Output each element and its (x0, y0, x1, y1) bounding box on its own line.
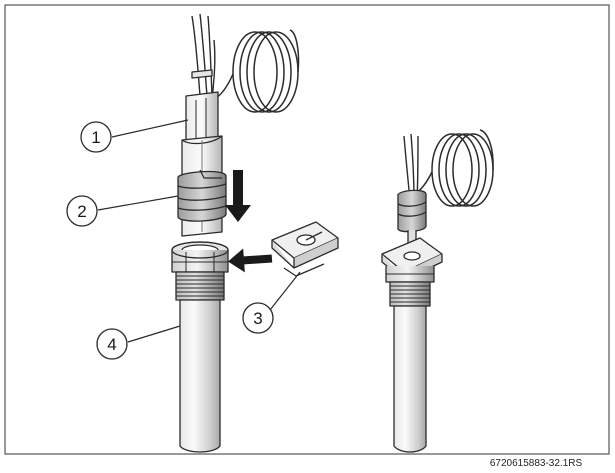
immersion-pocket-nut-left (171, 241, 229, 301)
coiled-cable-left (211, 29, 300, 113)
callout-2-label: 2 (77, 202, 86, 221)
figure-code: 6720615883-32.1RS (490, 458, 583, 469)
insert-arrow-down (225, 170, 251, 222)
callout-4: 4 (96, 325, 181, 360)
callout-3-label: 3 (253, 309, 262, 328)
right-assembly (381, 129, 494, 453)
clamp-spring-left (177, 169, 227, 222)
callout-3: 3 (242, 271, 301, 334)
callout-2: 2 (66, 195, 179, 227)
left-assembly (171, 13, 339, 453)
retaining-clip (271, 221, 339, 277)
callout-4-label: 4 (107, 335, 116, 354)
coiled-cable-right (413, 129, 494, 207)
cable-tie-left (191, 69, 213, 79)
insert-arrow-left (228, 248, 273, 273)
clamp-spring-right (397, 189, 427, 233)
immersion-pocket-right (393, 305, 427, 453)
immersion-pocket-nut-right (385, 266, 435, 307)
callout-1: 1 (80, 119, 189, 153)
immersion-pocket-left (179, 299, 221, 453)
callout-1-label: 1 (91, 128, 100, 147)
